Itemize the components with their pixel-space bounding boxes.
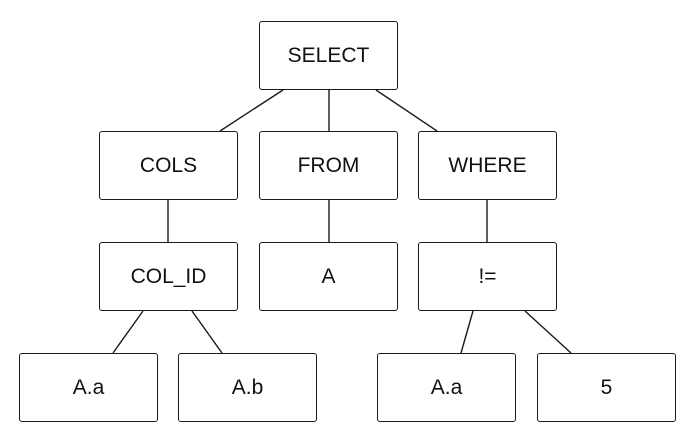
node-cols-label: COLS [139, 153, 198, 177]
node-a-b-label: A.b [231, 375, 264, 399]
node-select: SELECT [259, 21, 398, 90]
node-5-label: 5 [600, 375, 613, 399]
node-neq-label: != [478, 264, 497, 288]
node-cols: COLS [99, 131, 238, 200]
node-neq: != [418, 242, 557, 311]
node-a-b: A.b [178, 353, 317, 422]
node-a-label: A [321, 264, 336, 288]
edge-colid-ab [191, 310, 223, 354]
node-from: FROM [259, 131, 398, 200]
node-a-a-1: A.a [19, 353, 158, 422]
edge-neq-5 [524, 310, 572, 354]
node-where-label: WHERE [448, 153, 527, 177]
edge-colid-aa [112, 310, 144, 354]
edge-select-cols [219, 89, 284, 132]
node-a-a-2: A.a [377, 353, 516, 422]
node-a-a-1-label: A.a [72, 375, 105, 399]
node-col-id-label: COL_ID [130, 264, 207, 288]
node-a: A [259, 242, 398, 311]
node-a-a-2-label: A.a [430, 375, 463, 399]
edge-select-where [375, 89, 438, 132]
node-5: 5 [537, 353, 676, 422]
node-from-label: FROM [297, 153, 360, 177]
node-col-id: COL_ID [99, 242, 238, 311]
edge-neq-aa [460, 310, 474, 354]
node-where: WHERE [418, 131, 557, 200]
node-select-label: SELECT [287, 43, 370, 67]
